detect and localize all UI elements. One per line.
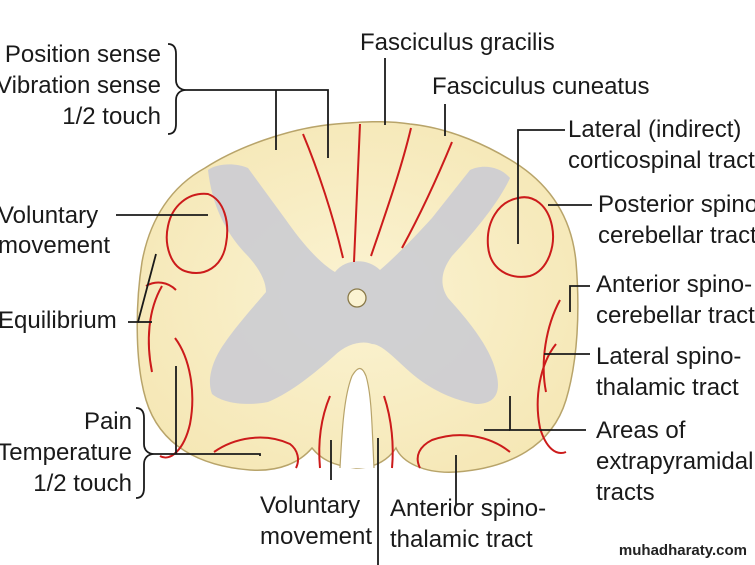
label-anterior-spinothalamic-1: Anterior spino-: [390, 495, 547, 522]
label-extrapyramidal-1: Areas of: [596, 417, 686, 444]
label-lateral-corticospinal-2: corticospinal tract: [568, 147, 755, 174]
label-equilibrium: Equilibrium: [0, 307, 117, 334]
label-extrapyramidal-2: extrapyramidal: [596, 448, 754, 475]
central-canal: [347, 288, 367, 308]
watermark: muhadharaty.com: [618, 542, 747, 559]
label-half-touch-top: 1/2 touch: [62, 103, 161, 130]
label-lateral-spinothalamic-1: Lateral spino-: [596, 343, 742, 370]
label-fasciculus-cuneatus: Fasciculus cuneatus: [432, 73, 650, 100]
label-temperature: Temperature: [0, 439, 132, 466]
label-extrapyramidal-3: tracts: [596, 479, 655, 506]
label-half-touch-bottom: 1/2 touch: [33, 470, 132, 497]
label-fasciculus-gracilis: Fasciculus gracilis: [360, 29, 555, 56]
label-pain: Pain: [83, 408, 132, 435]
label-voluntary-movement-left-2: movement: [0, 232, 111, 259]
grey-matter: [208, 164, 510, 404]
label-lateral-spinothalamic-2: thalamic tract: [596, 374, 739, 401]
label-posterior-spinocerebellar-1: Posterior spino: [598, 191, 755, 218]
anterior-median-fissure: [339, 367, 375, 469]
label-lateral-corticospinal-1: Lateral (indirect): [568, 116, 742, 143]
label-posterior-spinocerebellar-2: cerebellar tract: [598, 222, 755, 249]
label-voluntary-movement-left-1: Voluntary: [0, 202, 99, 229]
label-anterior-spinothalamic-2: thalamic tract: [390, 526, 533, 553]
label-anterior-spinocerebellar-1: Anterior spino-: [596, 271, 753, 298]
label-vibration-sense: Vibration sense: [0, 72, 161, 99]
label-voluntary-movement-bottom-2: movement: [260, 523, 373, 550]
leader-lines: [116, 43, 592, 565]
tract-boundaries: [145, 123, 567, 469]
label-voluntary-movement-bottom-1: Voluntary: [260, 492, 361, 519]
label-anterior-spinocerebellar-2: cerebellar tract: [596, 302, 755, 329]
label-position-sense: Position sense: [4, 41, 161, 68]
